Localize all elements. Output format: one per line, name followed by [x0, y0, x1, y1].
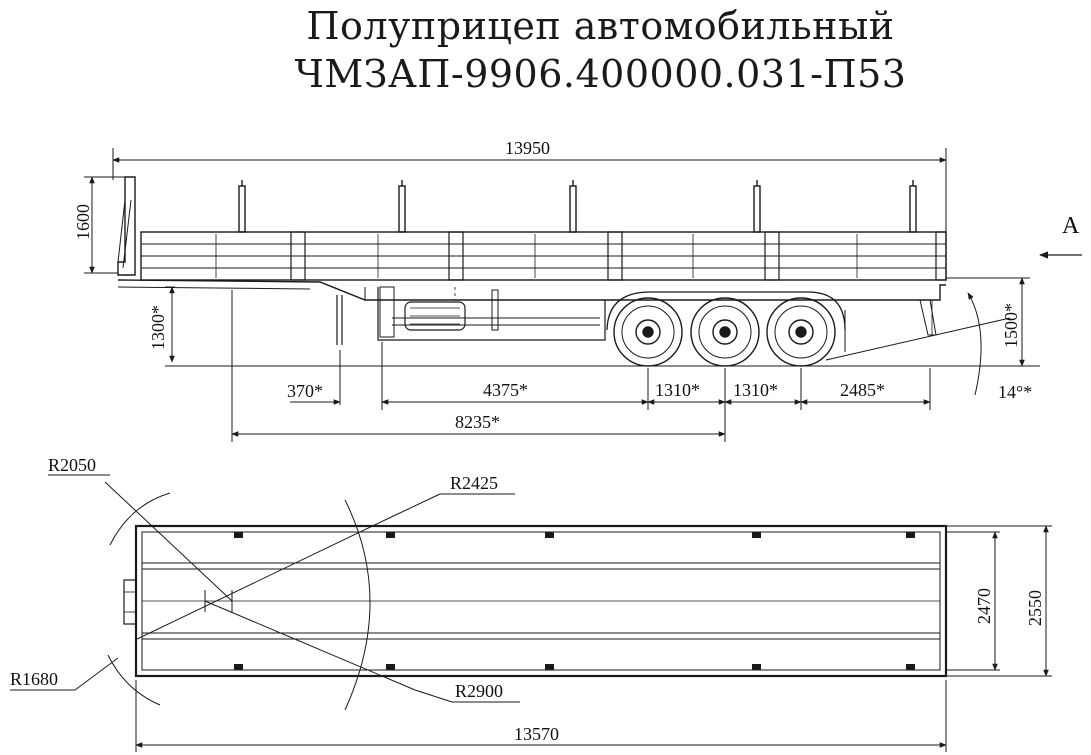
wheel-axle-2	[690, 297, 760, 367]
front-headboard	[117, 176, 136, 276]
dim-deck-height	[165, 286, 175, 363]
front-coupling	[123, 579, 137, 625]
wheel-axle-1	[613, 297, 683, 367]
label-view-a: A	[1062, 213, 1080, 239]
top-view	[10, 474, 1052, 752]
label-deck-height: 1300*	[148, 305, 168, 350]
label-departure-angle: 14°*	[998, 382, 1032, 402]
dim-overall-length-top	[135, 680, 947, 752]
label-kingpin-to-axle1: 4375*	[483, 380, 528, 400]
wheel-axle-3	[766, 297, 836, 367]
dim-rear-height	[946, 277, 1030, 367]
label-radius-front-outer: R2050	[48, 455, 96, 475]
landing-gear	[336, 295, 343, 345]
stake-pockets	[234, 532, 915, 670]
label-axle-spacing-1: 1310*	[655, 380, 700, 400]
label-overall-length-top: 13570	[514, 724, 559, 744]
turning-radii	[10, 474, 520, 711]
label-radius-kingpin: R2425	[450, 473, 498, 493]
dim-widths	[946, 525, 1052, 677]
label-front-height: 1600	[73, 204, 93, 240]
stakes	[238, 180, 917, 233]
wheels	[613, 297, 836, 367]
label-radius-rear: R2900	[455, 681, 503, 701]
label-kingpin-to-axle2: 8235*	[455, 412, 500, 432]
label-inner-width: 2470	[974, 588, 994, 624]
label-axle-spacing-2: 1310*	[733, 380, 778, 400]
fenders	[606, 291, 846, 352]
side-view	[84, 148, 1082, 442]
drawing-title-line-2: ЧМЗАП-9906.400000.031-П53	[294, 52, 907, 96]
dim-departure-angle	[825, 292, 1011, 396]
dim-chain-row-2	[231, 290, 726, 442]
dim-chain-row-1	[290, 342, 931, 442]
side-panels	[140, 231, 947, 281]
label-rear-overhang: 2485*	[840, 380, 885, 400]
platform-outline	[134, 524, 948, 678]
label-rear-height: 1500*	[1001, 303, 1021, 348]
label-overall-length-side: 13950	[505, 138, 550, 158]
chassis-frame	[117, 279, 946, 341]
label-radius-front-inner: R1680	[10, 669, 58, 689]
label-outer-width: 2550	[1025, 590, 1045, 626]
label-kingpin-offset: 370*	[287, 381, 323, 401]
drawing-title-line-1: Полуприцеп автомобильный	[306, 4, 895, 48]
dim-overall-length-side	[112, 148, 947, 232]
